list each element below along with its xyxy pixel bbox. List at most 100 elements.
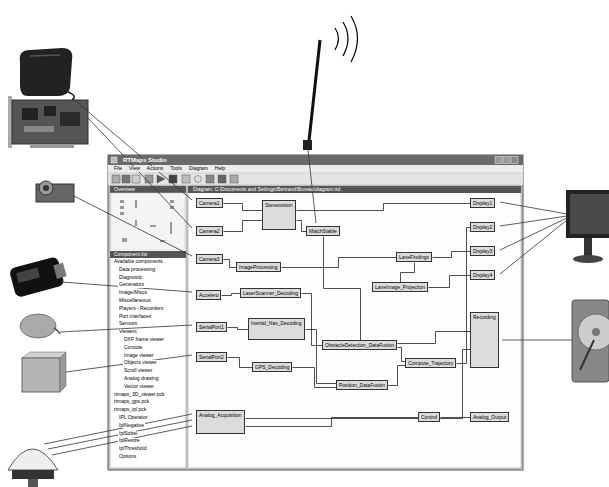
- block-label: ObstacleDetection_DataFusion: [325, 342, 394, 348]
- window-button: [503, 157, 510, 164]
- block-label: Stereovision: [265, 202, 293, 208]
- can-interface-label: [16, 268, 40, 283]
- box-side: [60, 352, 66, 392]
- connection-line: [224, 221, 263, 232]
- block-label: Camera1: [199, 200, 220, 206]
- tree-item: rtmaps_ipl.pck: [113, 407, 147, 413]
- radio-wave: [335, 28, 339, 50]
- monitor-frame: [566, 190, 609, 238]
- overview-area: [111, 193, 185, 250]
- block-label: ImageProcessing: [239, 264, 278, 270]
- disk-spindle: [592, 328, 600, 336]
- component-block: ImageProcessing: [236, 262, 281, 272]
- block-label: Analog_Acquisition: [199, 412, 242, 418]
- component-block: Camera2: [196, 226, 223, 236]
- block-label: Analog_Output: [473, 414, 506, 420]
- app-window: [108, 155, 523, 470]
- can-interface-plug: [53, 263, 66, 279]
- preview-block: [170, 200, 174, 203]
- toolbar-icon: [230, 175, 238, 183]
- leader-line: [500, 220, 567, 274]
- sensor-body: [20, 314, 56, 338]
- component-block: Compute_Trajectory: [405, 358, 456, 368]
- antenna-dome: [8, 449, 58, 470]
- leader-line: [500, 218, 567, 250]
- component-block: Display4: [470, 270, 495, 280]
- panel-header: Overview: [113, 187, 136, 193]
- block-label: Inertial_Nav_Decoding: [251, 320, 302, 326]
- toolbar-icon: [195, 176, 202, 183]
- panel-header: Component list: [113, 252, 148, 258]
- title-bar: [108, 155, 523, 165]
- block-label: Accelero: [199, 292, 218, 298]
- tree-item: Sensors: [118, 321, 138, 327]
- leader-line: [500, 202, 567, 214]
- block-label: Display4: [473, 272, 492, 278]
- component-block: Analog_Acquisition: [196, 410, 245, 434]
- component-block: Display1: [470, 198, 495, 208]
- block-label: Display2: [473, 224, 492, 230]
- tree-item: IPL Operator: [118, 415, 148, 421]
- window-frame: [108, 155, 523, 470]
- component-block: Control: [418, 412, 440, 422]
- toolbar-icon: [206, 175, 214, 183]
- connection-line: [457, 228, 471, 364]
- can-interface: [9, 255, 69, 298]
- diagram-grid: [189, 193, 520, 467]
- leader-line: [500, 216, 567, 226]
- radio-antenna: [303, 16, 358, 150]
- gps-puck-body: [20, 48, 73, 96]
- connection-line: [429, 276, 471, 288]
- metal-box-sensor: [22, 352, 66, 392]
- gps-puck-highlight: [30, 55, 60, 56]
- pci-chip: [60, 112, 80, 126]
- block-label: LaserScanner_Decoding: [243, 290, 298, 296]
- preview-block: [120, 206, 124, 209]
- pane-header-bar: [188, 186, 521, 193]
- connection-line: [302, 294, 323, 346]
- camera-lens: [39, 181, 53, 195]
- leader-line: [502, 340, 572, 341]
- tree-item: Diagnostic: [118, 275, 143, 281]
- pci-connector: [24, 126, 54, 132]
- pci-chip: [44, 106, 56, 116]
- leader-line: [88, 118, 192, 228]
- leader-line: [72, 98, 192, 200]
- preview-block: [150, 225, 156, 227]
- block-label: LaneFindings: [399, 254, 429, 260]
- component-block: Display3: [470, 246, 495, 256]
- toolbar-icon: [182, 175, 190, 183]
- camera-board: [36, 181, 74, 202]
- tree-item: Console: [123, 345, 143, 351]
- block-label: Recording: [473, 314, 496, 320]
- connection-line: [224, 260, 237, 268]
- pci-card: [8, 96, 88, 148]
- menu-item: View: [128, 166, 141, 172]
- antenna-rod: [308, 40, 320, 150]
- toolbar-icon: [218, 175, 226, 183]
- panel-header-bar: [110, 186, 186, 193]
- box-top: [22, 352, 66, 358]
- block-label: Display3: [473, 248, 492, 254]
- toolbar-icon: [122, 175, 130, 183]
- monitor-stand: [584, 238, 592, 256]
- component-block: Analog_Output: [470, 412, 509, 422]
- tree-item: Image/Miscs: [118, 290, 148, 296]
- block-label: Compute_Trajectory: [408, 360, 453, 366]
- monitor-screen: [570, 194, 609, 234]
- menu-item: Diagram: [188, 166, 209, 172]
- inertial-sensor: [20, 314, 60, 338]
- can-interface-body: [9, 256, 65, 298]
- toolbar-icons: [112, 175, 238, 183]
- component-block: Camera3: [196, 254, 223, 264]
- block-label: Control: [421, 414, 437, 420]
- leader-line: [48, 420, 192, 449]
- connection-line: [297, 221, 307, 232]
- menu-item: Actions: [146, 166, 164, 172]
- toolbar-icon: [132, 175, 140, 183]
- pci-bracket: [8, 96, 12, 148]
- leader-line: [74, 196, 192, 256]
- connection-line: [246, 350, 471, 419]
- monitor: [566, 190, 609, 263]
